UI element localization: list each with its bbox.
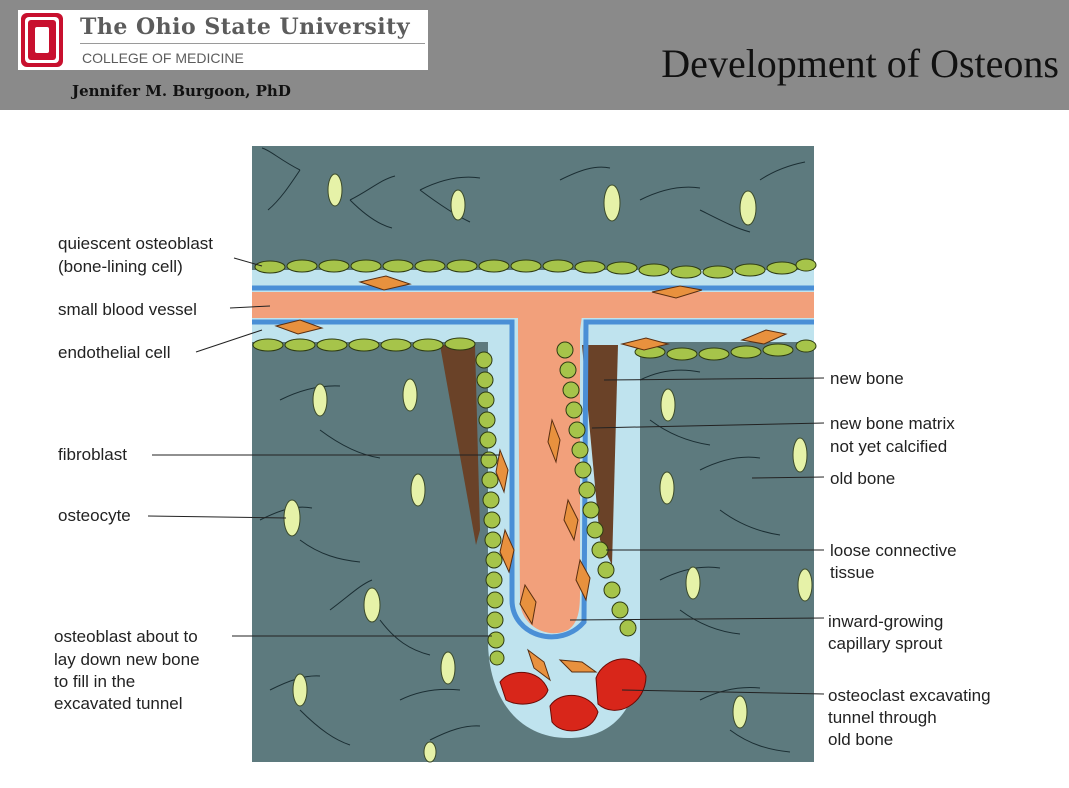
label-loose-connective-2: tissue — [830, 563, 874, 582]
label-new-bone: new bone — [830, 369, 904, 388]
label-capillary-2: capillary sprout — [828, 634, 943, 653]
fibroblasts — [274, 275, 788, 682]
label-osteoblast-line-3: to fill in the — [54, 672, 135, 691]
label-fibroblast: fibroblast — [58, 445, 127, 464]
new-bone-left — [440, 345, 480, 545]
label-osteoblast-line-4: excavated tunnel — [54, 694, 183, 713]
leader-lines — [147, 257, 825, 695]
label-loose-connective-1: loose connective — [830, 541, 957, 560]
slide-header: The Ohio State University COLLEGE OF MED… — [0, 0, 1069, 110]
label-small-blood-vessel: small blood vessel — [58, 300, 197, 319]
label-osteoclast-1: osteoclast excavating — [828, 686, 991, 705]
label-osteoclast-2: tunnel through — [828, 708, 937, 727]
label-quiescent-osteoblast: quiescent osteoblast — [58, 234, 213, 253]
university-logo: The Ohio State University COLLEGE OF MED… — [18, 10, 428, 70]
label-endothelial-cell: endothelial cell — [58, 343, 170, 362]
label-bone-lining-cell: (bone-lining cell) — [58, 257, 183, 276]
label-osteoblast-line-2: lay down new bone — [54, 650, 200, 669]
osteoblasts-right — [556, 341, 637, 637]
university-name: The Ohio State University — [80, 14, 411, 40]
label-osteoclast-3: old bone — [828, 730, 893, 749]
osteoblasts-left — [475, 351, 505, 666]
label-new-bone-matrix-2: not yet calcified — [830, 437, 947, 456]
osteon-diagram: quiescent osteoblast (bone-lining cell) … — [54, 146, 991, 763]
bone-lining-cells-bottom — [252, 337, 817, 361]
osteoclasts — [499, 658, 647, 732]
label-capillary-1: inward-growing — [828, 612, 943, 631]
new-bone-right — [582, 345, 618, 565]
logo-divider — [80, 43, 425, 44]
label-new-bone-matrix-1: new bone matrix — [830, 414, 955, 433]
label-osteocyte: osteocyte — [58, 506, 131, 525]
label-osteoblast-line-1: osteoblast about to — [54, 627, 198, 646]
slide-title: Development of Osteons — [661, 41, 1059, 86]
author-name: Jennifer M. Burgoon, PhD — [72, 82, 291, 100]
label-old-bone: old bone — [830, 469, 895, 488]
college-name: COLLEGE OF MEDICINE — [82, 50, 244, 66]
bone-lining-cells-top — [254, 258, 817, 279]
osteocytes — [283, 173, 813, 763]
endothelium-outline — [252, 285, 814, 640]
block-o-icon — [21, 13, 63, 67]
